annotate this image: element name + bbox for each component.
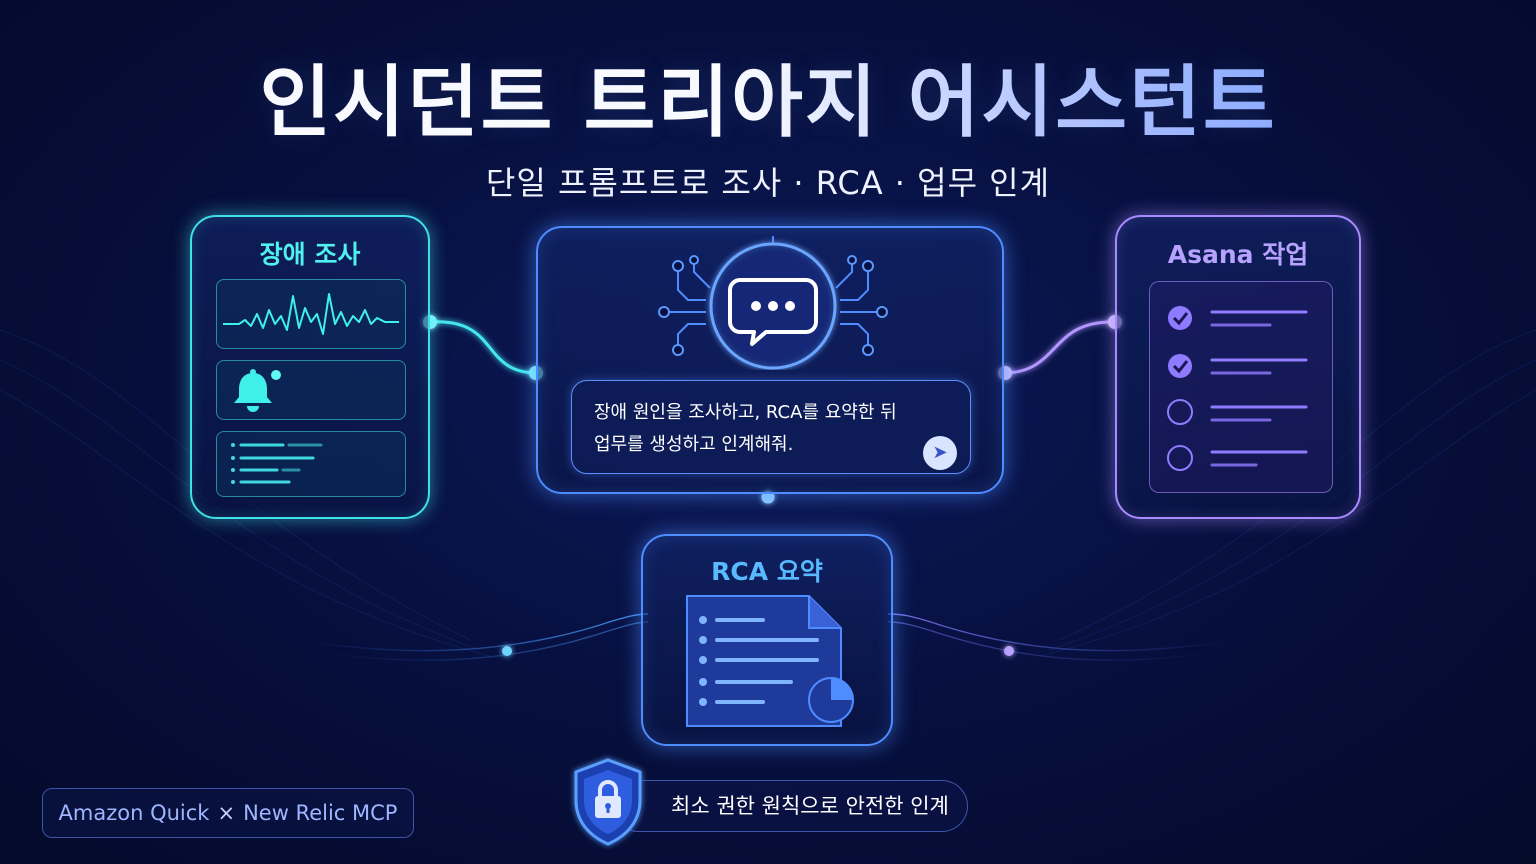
investigation-card-title: 장애 조사 xyxy=(259,240,361,269)
product-right-label: New Relic MCP xyxy=(243,801,398,825)
document-chart-icon xyxy=(686,595,854,727)
log-panel xyxy=(216,431,406,497)
rca-card-title: RCA 요약 xyxy=(711,557,823,586)
page-subtitle: 단일 프롬프트로 조사 · RCA · 업무 인계 xyxy=(485,164,1051,202)
security-text: 최소 권한 원칙으로 안전한 인계 xyxy=(671,794,949,818)
metric-panel xyxy=(216,279,406,349)
send-icon: ➤ xyxy=(932,442,948,463)
alert-panel xyxy=(216,360,406,420)
prompt-line-2: 업무를 생성하고 인계해줘. xyxy=(594,434,794,455)
tasks-card-title: Asana 작업 xyxy=(1167,240,1309,269)
tasks-card[interactable]: Asana 작업 xyxy=(1115,215,1361,519)
task-item[interactable] xyxy=(1167,399,1308,425)
product-left-label: Amazon Quick xyxy=(58,801,210,825)
waveform-icon xyxy=(223,293,399,335)
task-item[interactable] xyxy=(1168,354,1308,378)
unchecked-icon xyxy=(1167,399,1193,425)
separator: × xyxy=(217,801,236,825)
task-item[interactable] xyxy=(1167,445,1308,471)
page-title: 인시던트 트리아지 어시스턴트 xyxy=(0,40,1536,152)
assistant-card[interactable]: 장애 원인을 조사하고, RCA를 요약한 뒤 업무를 생성하고 인계해줘. ➤ xyxy=(536,226,1004,494)
log-list-icon xyxy=(231,443,323,484)
task-list xyxy=(1149,281,1333,493)
prompt-input[interactable]: 장애 원인을 조사하고, RCA를 요약한 뒤 업무를 생성하고 인계해줘. xyxy=(571,380,971,474)
investigation-card[interactable]: 장애 조사 xyxy=(190,215,430,519)
prompt-line-1: 장애 원인을 조사하고, RCA를 요약한 뒤 xyxy=(594,402,897,423)
rca-summary-card[interactable]: RCA 요약 xyxy=(641,534,893,746)
task-item[interactable] xyxy=(1168,306,1308,330)
send-button[interactable]: ➤ xyxy=(923,436,957,470)
checked-icon xyxy=(1168,354,1192,378)
product-badge: Amazon Quick × New Relic MCP xyxy=(42,788,414,838)
shield-lock-icon xyxy=(574,758,642,846)
security-banner: 최소 권한 원칙으로 안전한 인계 xyxy=(612,780,968,832)
unchecked-icon xyxy=(1167,445,1193,471)
bell-icon xyxy=(234,369,281,412)
checked-icon xyxy=(1168,306,1192,330)
chat-bubble-icon xyxy=(658,236,888,370)
